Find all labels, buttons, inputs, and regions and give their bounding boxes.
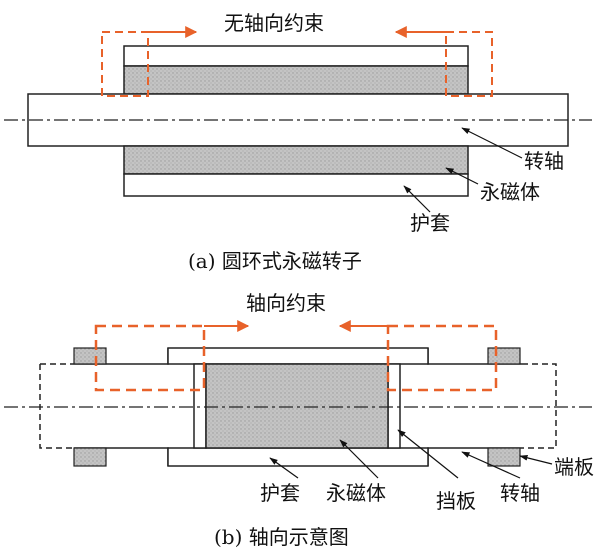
b-label-magnet: 永磁体	[326, 481, 386, 505]
b-leader-endplate	[519, 454, 553, 465]
a-caption: (a) 圆环式永磁转子	[188, 249, 362, 273]
b-baffle-left	[193, 363, 207, 449]
b-title: 轴向约束	[246, 291, 326, 315]
a-constraint-right-box	[445, 31, 493, 97]
b-label-endplate: 端板	[554, 455, 594, 479]
b-sleeve-bottom	[167, 447, 429, 467]
a-leader-magnet	[445, 167, 479, 185]
b-endplate-tr	[487, 347, 521, 365]
b-leader-baffle	[397, 429, 459, 479]
a-title: 无轴向约束	[224, 11, 324, 35]
b-constraint-right-box	[386, 324, 498, 392]
b-label-sleeve: 护套	[260, 481, 300, 505]
a-magnet-top	[123, 65, 469, 95]
a-constraint-left-box	[101, 31, 149, 97]
a-label-magnet: 永磁体	[480, 180, 540, 204]
b-leader-shaft	[461, 451, 521, 479]
b-shaft-left	[39, 363, 74, 449]
b-shaft-right	[522, 363, 557, 449]
a-leader-shaft	[461, 127, 523, 159]
b-magnet	[205, 363, 389, 449]
a-leader-sleeve	[403, 185, 431, 213]
b-leader-sleeve	[269, 457, 299, 479]
b-endplate-br	[487, 447, 521, 467]
b-leader-magnet	[339, 439, 379, 479]
a-label-sleeve: 护套	[410, 211, 450, 235]
b-caption: (b) 轴向示意图	[214, 525, 349, 549]
diagram-b: 轴向约束 护套 永磁体 挡板 转轴 端板 (b) 轴向示意图	[4, 291, 594, 549]
a-magnet-bottom	[123, 145, 469, 175]
b-endplate-tl	[73, 347, 107, 365]
a-sleeve-bottom	[123, 173, 469, 197]
b-constraint-left-box	[94, 324, 206, 392]
b-label-shaft: 转轴	[500, 481, 540, 505]
b-endplate-bl	[73, 447, 107, 467]
b-baffle-right	[387, 363, 401, 449]
a-sleeve-top	[123, 45, 469, 67]
b-label-baffle: 挡板	[436, 489, 476, 513]
a-label-shaft: 转轴	[524, 149, 564, 173]
diagram-a: 无轴向约束 转轴 永磁体 护套 (a) 圆环式永磁转子	[4, 11, 592, 273]
